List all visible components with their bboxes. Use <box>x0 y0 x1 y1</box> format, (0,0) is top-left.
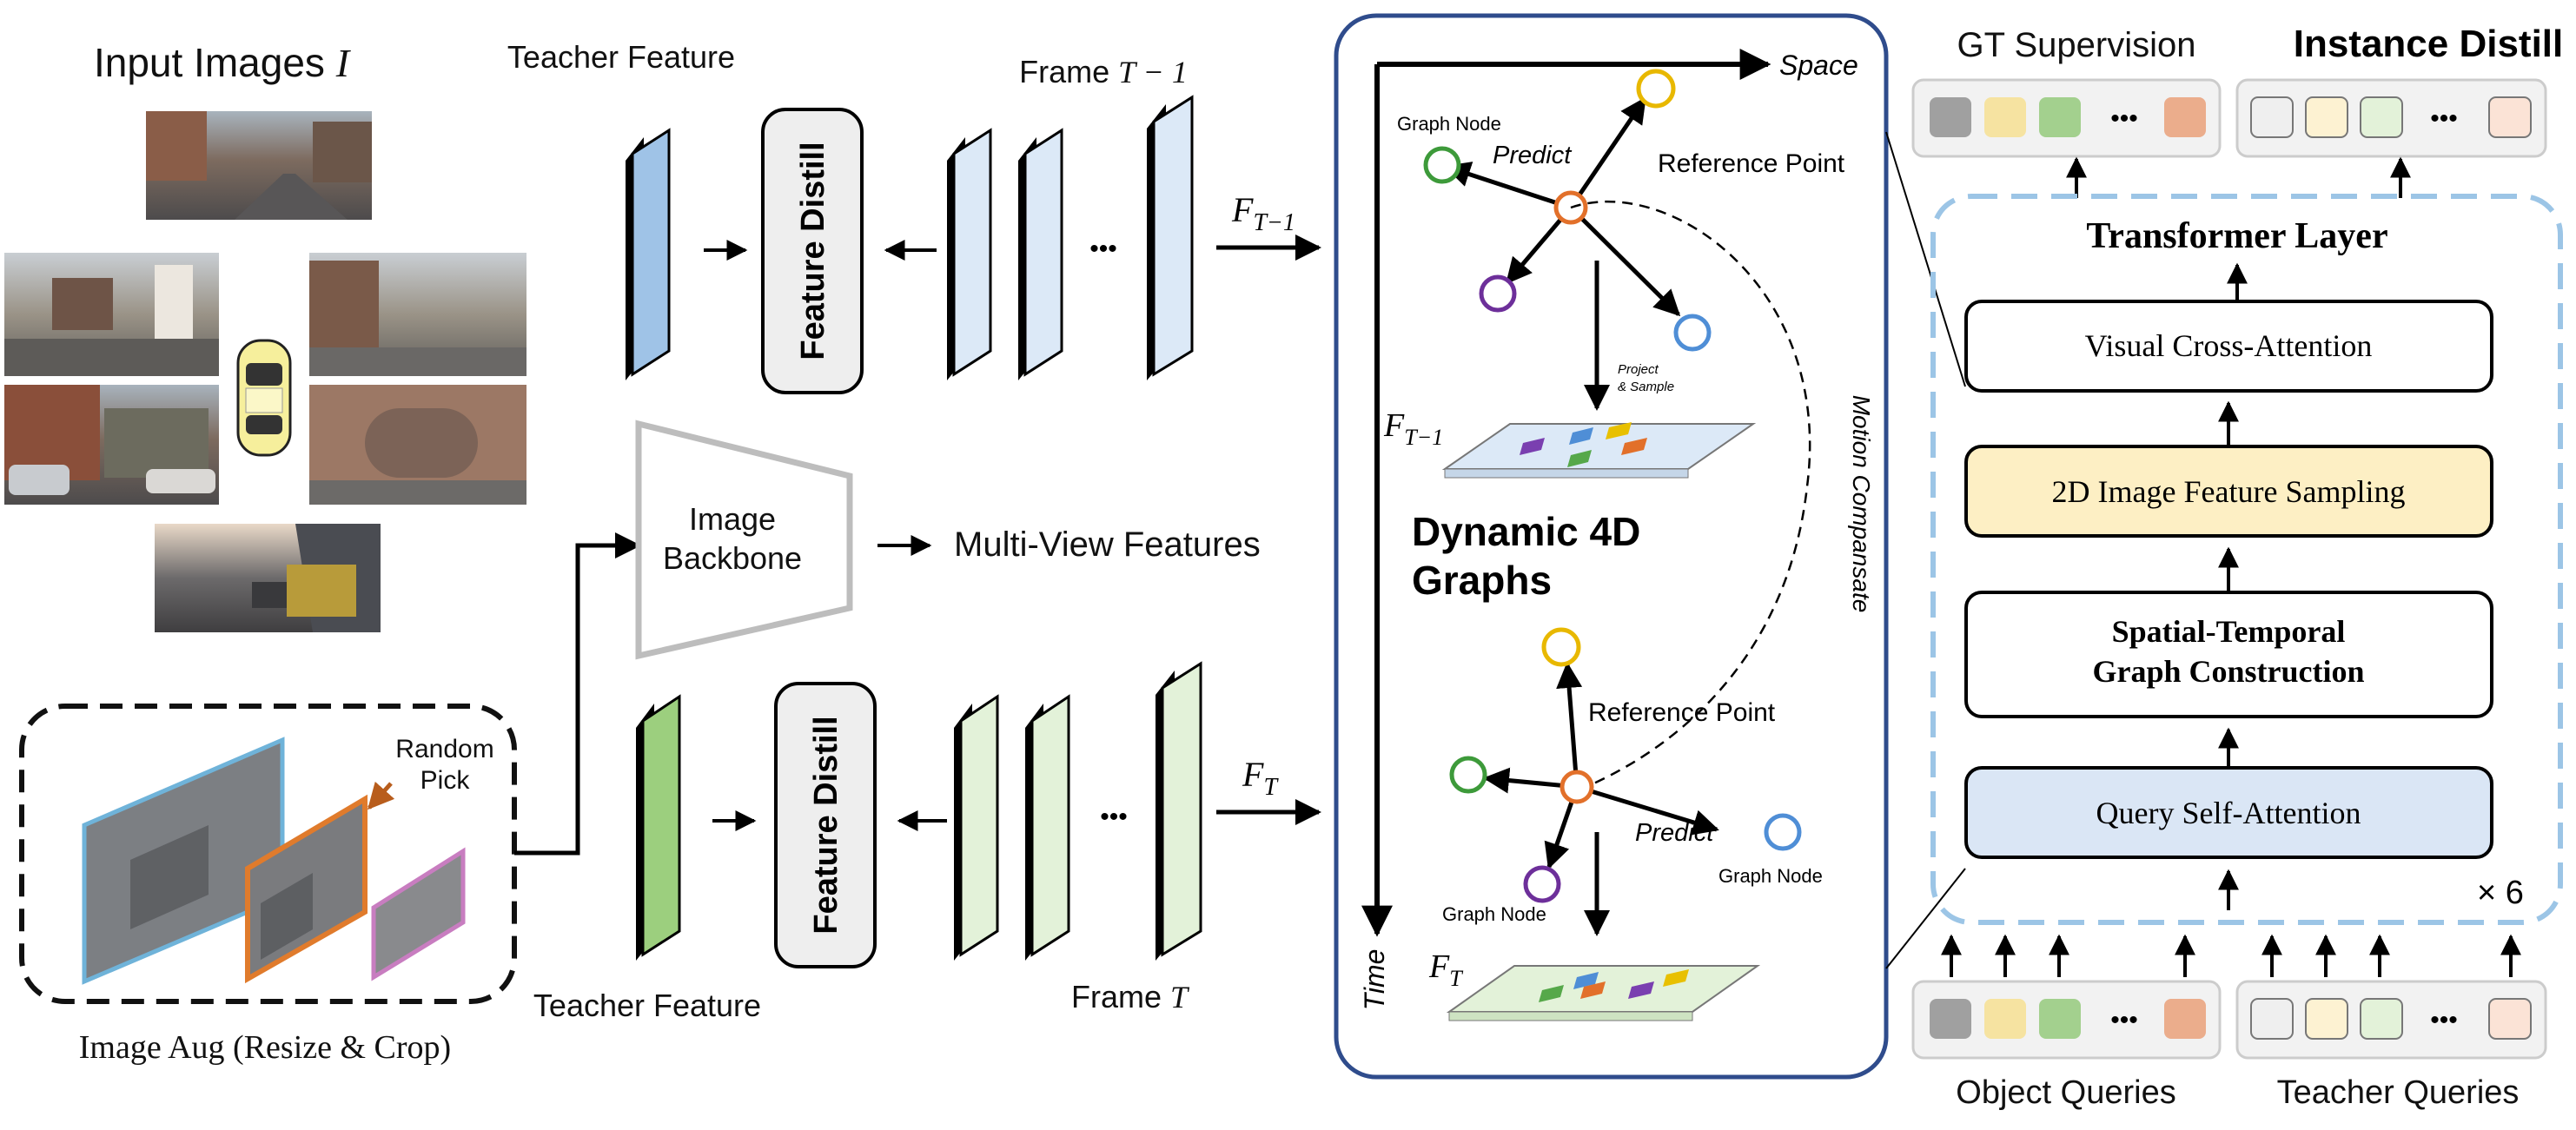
graph-panel-border <box>1334 13 1889 1080</box>
teacher-branch-top: Teacher Feature Feature Distill Frame T … <box>507 39 1321 394</box>
decoder-dashed-box <box>1930 194 2563 925</box>
decoder-group: GT Supervision Instance Distill ••• ••• … <box>1911 23 2564 1111</box>
space-label: Space <box>1779 50 1858 81</box>
graph-node-blue-top <box>1673 314 1712 352</box>
instance-distill-label: Instance Distill <box>2294 23 2564 65</box>
instance-distill-queries: ••• <box>2235 78 2547 158</box>
camera-image-back-left <box>4 385 219 505</box>
teacher-queries-label: Teacher Queries <box>2277 1074 2520 1111</box>
query-self-attention-label: Query Self-Attention <box>2096 796 2361 830</box>
camera-image-back-right <box>309 385 526 505</box>
teacher-feature-label-bottom: Teacher Feature <box>533 988 761 1023</box>
graph-panel-title-1: Dynamic 4D <box>1412 509 1640 554</box>
frame-label-top: Frame T − 1 <box>1019 54 1188 89</box>
graph-node-purple-bottom <box>1523 865 1561 903</box>
graph-panel-title-2: Graphs <box>1412 558 1552 603</box>
frame-label-bottom: Frame T <box>1071 979 1190 1014</box>
object-queries-label: Object Queries <box>1956 1074 2175 1111</box>
transformer-layer-label: Transformer Layer <box>2086 216 2387 256</box>
zoom-line-bottom <box>1885 868 1966 969</box>
graph-bottom: Reference Point Predict Graph Node Graph… <box>1428 627 1823 1021</box>
random-pick-label-2: Pick <box>421 766 471 795</box>
camera-image-front-left <box>4 253 219 376</box>
reference-point-label-top: Reference Point <box>1658 149 1845 178</box>
graph-node-green-top <box>1423 146 1461 184</box>
graph-node-green-bottom <box>1449 756 1487 794</box>
teacher-queries: ••• <box>2235 980 2547 1060</box>
random-pick-arrow <box>368 781 395 810</box>
graph-construction-label-1: Spatial-Temporal <box>2112 614 2346 649</box>
image-aug-group: Random Pick Image Aug (Resize & Crop) <box>19 704 517 1066</box>
feature-distill-label-bottom: Feature Distill <box>808 716 844 934</box>
graph-construction-label-2: Graph Construction <box>2092 654 2364 689</box>
ft-plane-label: FT <box>1428 948 1463 991</box>
feature-sampling-label: 2D Image Feature Sampling <box>2052 474 2406 509</box>
frame-stack-bottom <box>954 661 1202 961</box>
ft1-label: FT−1 <box>1231 190 1295 236</box>
motion-compensate-label: Motion Compansate <box>1848 395 1875 613</box>
backbone-label-2: Backbone <box>663 540 802 576</box>
svg-text:•••: ••• <box>2430 1006 2458 1034</box>
image-aug-caption: Image Aug (Resize & Crop) <box>79 1029 451 1066</box>
graph-construction-block <box>1964 591 2493 718</box>
predict-label-bottom: Predict <box>1635 819 1715 847</box>
ft1-plane-label: FT−1 <box>1383 407 1443 450</box>
feature-distill-label-top: Feature Distill <box>795 142 831 360</box>
backbone-trapezoid <box>635 420 853 660</box>
query-self-attention-block <box>1964 766 2493 859</box>
object-queries: ••• <box>1911 980 2222 1060</box>
graph-node-yellow-top <box>1636 69 1676 109</box>
aug-crop-small <box>371 847 466 981</box>
graph-top: Graph Node Predict Reference Point Proje… <box>1383 69 1845 479</box>
graph-node-yellow-bottom <box>1541 627 1581 667</box>
ft-label: FT <box>1242 755 1279 801</box>
feature-sampling-block <box>1964 445 2493 538</box>
svg-text:•••: ••• <box>2110 104 2138 133</box>
time-label: Time <box>1359 949 1390 1011</box>
multi-view-features-label: Multi-View Features <box>954 525 1261 564</box>
graph-node-label-bottom-right: Graph Node <box>1718 865 1823 887</box>
feature-distill-box-top <box>761 108 864 394</box>
backbone-label-1: Image <box>689 501 776 537</box>
svg-text:•••: ••• <box>2110 1006 2138 1034</box>
visual-cross-attention-label: Visual Cross-Attention <box>2085 328 2373 363</box>
teacher-branch-bottom: Teacher Feature Feature Distill ••• Fram… <box>533 661 1321 1023</box>
predict-label-top: Predict <box>1493 142 1573 169</box>
gt-supervision-label: GT Supervision <box>1957 26 2196 64</box>
zoom-line-top <box>1885 131 1966 387</box>
frame-dots-top: ••• <box>1089 235 1117 263</box>
random-pick-label-1: Random <box>395 735 493 763</box>
camera-image-back <box>155 524 381 632</box>
teacher-feature-label-top: Teacher Feature <box>507 39 735 75</box>
reference-point-bottom <box>1560 770 1594 804</box>
graph-node-blue-bottom <box>1764 813 1802 851</box>
project-sample-label-2: & Sample <box>1618 380 1674 394</box>
aug-to-backbone-arrow <box>514 532 641 856</box>
dynamic-graph-panel: Space Time Graph Node Predict Reference … <box>1334 13 1889 1080</box>
reference-point-label-bottom: Reference Point <box>1588 698 1776 727</box>
ego-car-icon <box>236 339 292 457</box>
frame-dots-bottom: ••• <box>1100 803 1128 831</box>
graph-node-purple-top <box>1479 274 1517 313</box>
project-sample-label-1: Project <box>1618 362 1659 377</box>
visual-cross-attention-block <box>1964 300 2493 393</box>
frame-stack-top <box>947 95 1194 380</box>
feature-distill-box-bottom <box>774 682 877 968</box>
graph-node-label-top: Graph Node <box>1397 113 1501 135</box>
camera-image-front-right <box>309 253 526 376</box>
gt-supervision-queries: ••• <box>1911 78 2222 158</box>
svg-text:•••: ••• <box>2430 104 2458 133</box>
graph-node-label-bottom-left: Graph Node <box>1442 903 1546 925</box>
input-images-title: Input Images I <box>94 40 352 85</box>
repeat-label: × 6 <box>2477 875 2524 911</box>
image-backbone: Image Backbone Multi-View Features <box>635 420 1261 660</box>
camera-image-front <box>146 111 372 220</box>
query-input-arrows <box>1941 934 2521 977</box>
input-images-group: Input Images I <box>4 40 526 632</box>
